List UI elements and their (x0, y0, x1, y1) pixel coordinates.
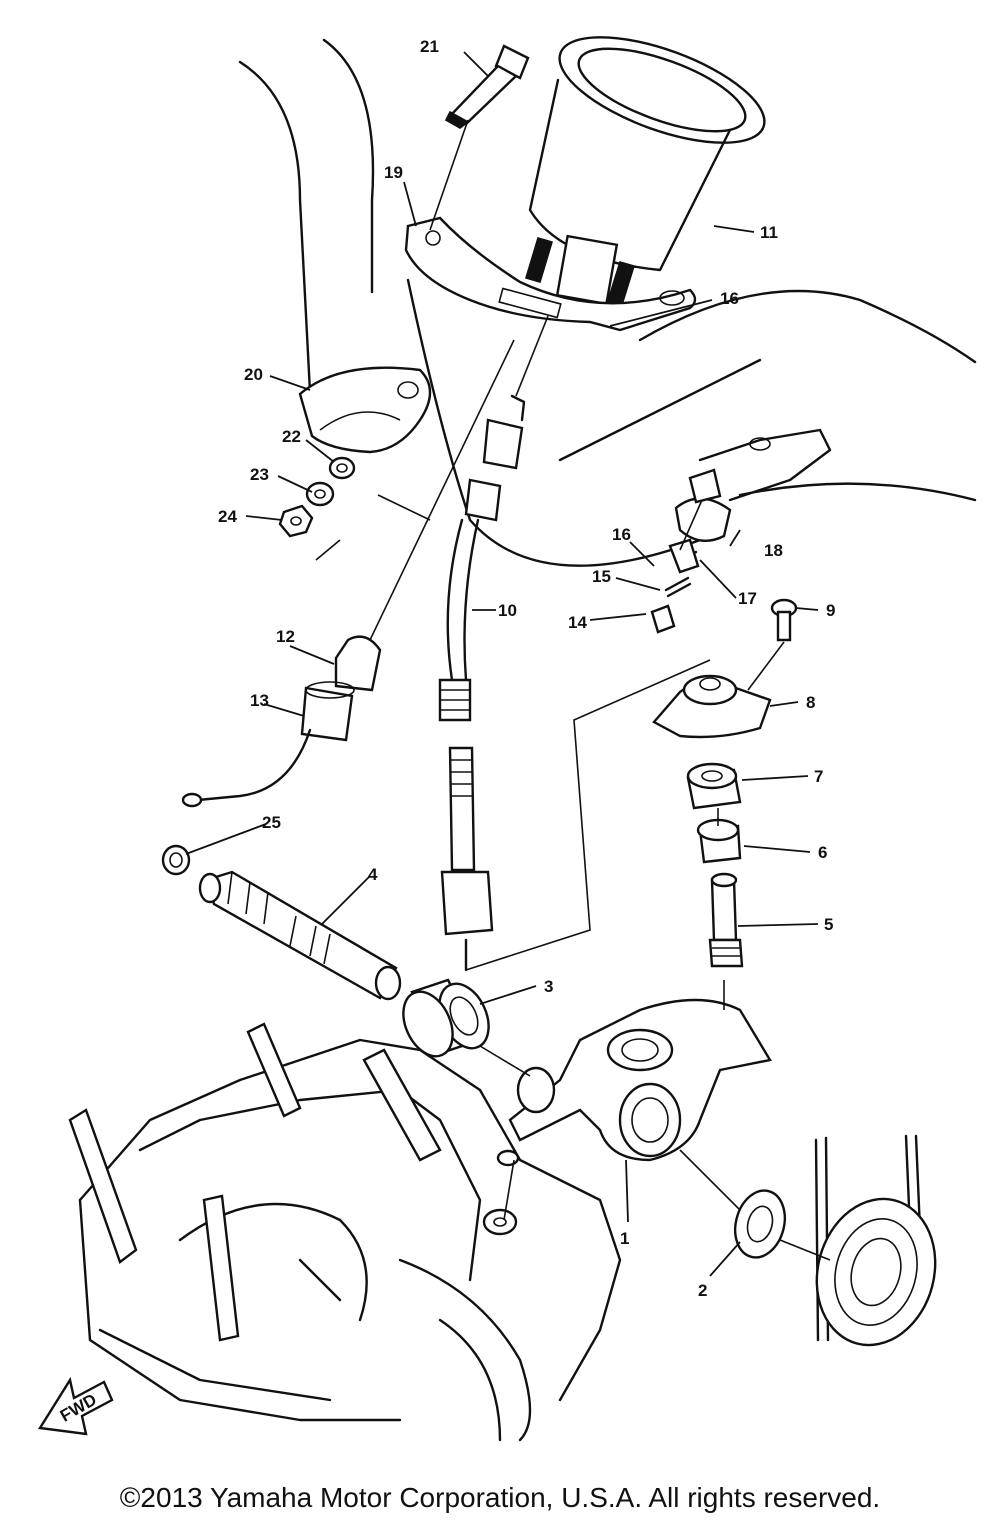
bolt-9 (770, 598, 798, 642)
callout-14: 14 (568, 613, 587, 632)
callout-9: 9 (826, 601, 835, 620)
holder-20 (298, 366, 432, 454)
socket-13 (181, 681, 355, 808)
callout-20: 20 (244, 365, 263, 384)
washer-25 (161, 844, 191, 876)
speedometer (525, 36, 766, 325)
callout-1: 1 (620, 1229, 629, 1248)
bushing-6 (696, 818, 742, 864)
plate-8 (652, 674, 772, 739)
callout-12: 12 (276, 627, 295, 646)
callout-2: 2 (698, 1281, 707, 1300)
engine-crankcase (68, 1022, 622, 1442)
oil-seal-7 (686, 762, 742, 810)
callout-labels: 1 2 3 4 5 6 7 8 9 10 11 12 13 14 15 16 1… (218, 37, 835, 1300)
bushing-3 (402, 978, 490, 1058)
pinion-gear-5 (708, 872, 744, 968)
callout-10: 10 (498, 601, 517, 620)
exploded-parts-diagram: FWD 1 2 3 4 5 6 7 (37, 36, 977, 1442)
callout-11: 11 (760, 223, 778, 242)
callout-8: 8 (806, 693, 815, 712)
callout-18: 18 (764, 541, 783, 560)
oil-seal-2 (734, 1189, 786, 1259)
bulb-12 (334, 635, 382, 692)
drive-shaft-4 (198, 870, 402, 1001)
copyright-notice: ©2013 Yamaha Motor Corporation, U.S.A. A… (119, 1482, 881, 1513)
callout-17: 17 (738, 589, 757, 608)
callout-3: 3 (544, 977, 553, 996)
small-parts-14-18 (650, 468, 732, 634)
callout-6: 6 (818, 843, 827, 862)
callout-4: 4 (368, 865, 378, 884)
callout-5: 5 (824, 915, 833, 934)
frame-outline (238, 38, 977, 567)
callout-7: 7 (814, 767, 823, 786)
fwd-arrow: FWD (37, 1376, 114, 1436)
callout-15: 15 (592, 567, 611, 586)
callout-23: 23 (250, 465, 269, 484)
bolt-21 (444, 44, 530, 129)
meter-bracket (404, 216, 697, 332)
gear-housing-1 (508, 998, 772, 1162)
callout-22: 22 (282, 427, 301, 446)
callout-25: 25 (262, 813, 281, 832)
leader-lines (185, 51, 819, 1277)
callout-16a: 16 (612, 525, 631, 544)
callout-13: 13 (250, 691, 269, 710)
callout-16b: 16 (720, 289, 739, 308)
callout-21: 21 (420, 37, 439, 56)
nut-washer-set (278, 456, 356, 538)
assembly-lines (369, 119, 831, 1261)
callout-24: 24 (218, 507, 237, 526)
housing-bracket (698, 428, 832, 502)
callout-19: 19 (384, 163, 403, 182)
wheel-hub (814, 1134, 937, 1347)
meter-cable-10 (438, 394, 526, 972)
